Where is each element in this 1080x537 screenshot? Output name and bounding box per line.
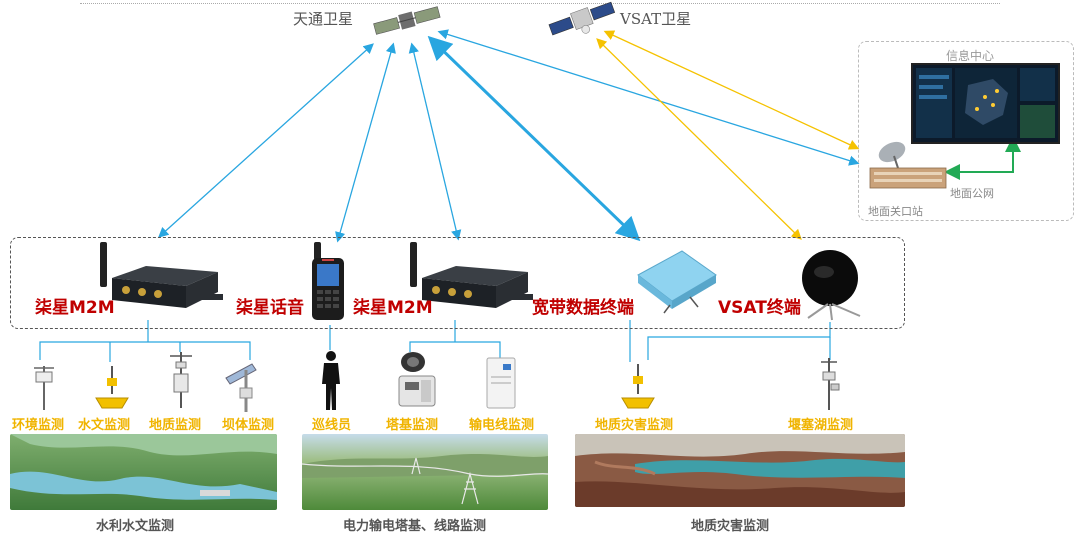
vsat-terminal-label: VSAT终端: [718, 298, 801, 318]
gateway-station-icon: [869, 141, 947, 189]
geo-scene-label: 地质灾害监测: [691, 519, 770, 534]
voice-terminal-label: 柒星话音: [236, 298, 304, 318]
vsat-satellite-label: VSAT卫星: [620, 10, 692, 28]
terminal-group-box: [10, 237, 905, 329]
tiantong-satellite-icon: [373, 6, 441, 35]
tower-sensor-icon: [398, 352, 436, 407]
broadband-terminal-icon: [637, 250, 717, 314]
link-vsat-gateway: [603, 30, 860, 150]
m2m-terminal-2-label: 柒星M2M: [353, 298, 433, 318]
power-scene-photo: [302, 434, 548, 510]
m2m-router-icon: [100, 242, 223, 308]
hydro-monitor-label: 水文监测: [78, 418, 131, 433]
vsat-satellite-icon: [548, 1, 616, 36]
info-center-box: [858, 41, 1074, 221]
patrol-label: 巡线员: [312, 418, 352, 433]
link-tiantong-m2m2: [408, 42, 462, 241]
link-vsat-terminal: [596, 38, 802, 240]
disaster-monitor-label: 地质灾害监测: [595, 418, 674, 433]
geo-monitor-label: 地质监测: [149, 418, 202, 433]
m2m-router-icon: [410, 242, 533, 308]
patrol-person-icon: [322, 351, 340, 410]
link-tiantong-voice: [335, 42, 396, 243]
link-ground-network: [944, 136, 1021, 180]
env-sensor-icon: [34, 366, 54, 410]
satellite-phone-icon: [312, 242, 344, 320]
hydro-buoy-icon: [95, 366, 129, 409]
tiantong-satellite-label: 天通卫星: [293, 10, 354, 28]
vsat-dish-icon: [802, 250, 861, 321]
geo-station-icon: [170, 352, 192, 408]
water-scene-photo: [10, 434, 277, 510]
power-scene-label: 电力输电塔基、线路监测: [343, 519, 487, 534]
dam-monitor-icon: [225, 363, 257, 412]
m2m-terminal-1-label: 柒星M2M: [35, 298, 115, 318]
monitor-screen: [911, 63, 1060, 144]
broadband-terminal-label: 宽带数据终端: [532, 298, 634, 318]
gateway-label: 地面关口站: [868, 205, 923, 218]
line-monitor-label: 输电线监测: [469, 418, 535, 433]
info-center-title: 信息中心: [946, 49, 995, 63]
network-label: 地面公网: [950, 187, 994, 200]
env-monitor-label: 环境监测: [12, 418, 65, 433]
dam-monitor-label: 坝体监测: [222, 418, 275, 433]
geo-scene-photo: [575, 434, 905, 507]
tower-monitor-label: 塔基监测: [386, 418, 439, 433]
line-monitor-icon: [486, 357, 516, 409]
link-tiantong-broadband: [427, 35, 641, 242]
top-divider: [80, 3, 1000, 4]
water-scene-label: 水利水文监测: [96, 519, 175, 534]
disaster-buoy-icon: [621, 364, 655, 409]
link-tiantong-m2m1: [158, 43, 374, 238]
lake-monitor-label: 堰塞湖监测: [788, 418, 854, 433]
lake-station-icon: [821, 358, 840, 410]
